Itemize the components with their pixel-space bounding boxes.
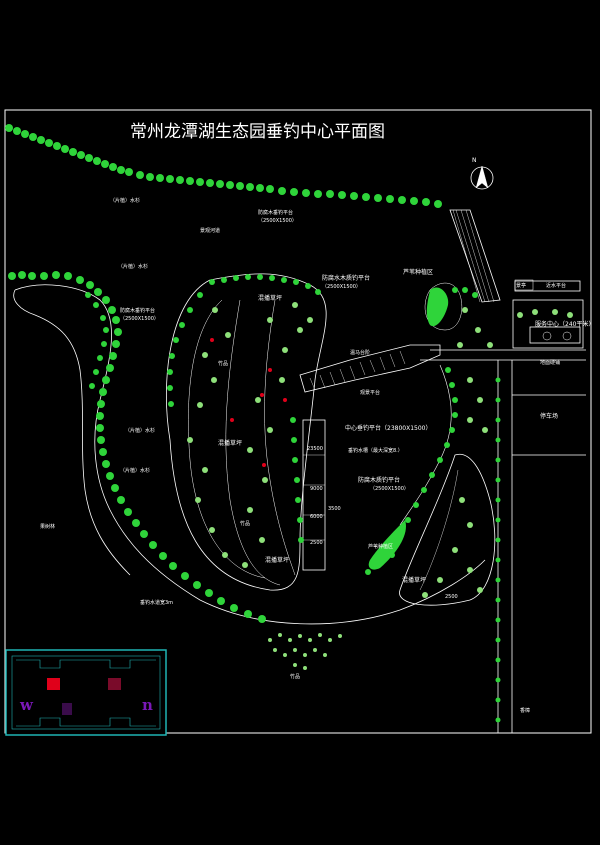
reed-zone-top [426,287,478,327]
label-dim-6000: 6000 [310,514,323,520]
label-fangfu-right-size: （2500X1500） [370,486,409,492]
label-fangfu-top: 防腐木垂钓平台 [258,209,293,216]
label-didi: 地面硬铺 [540,359,560,366]
label-shanshan-top: （片植）水杉 [110,197,140,204]
label-jinshui: 近水平台 [546,282,566,289]
label-fuwu: 服务中心（240平米） [535,320,594,328]
label-jingting: 景亭 [516,282,526,289]
label-zhupin2: 竹品 [240,520,250,527]
label-wenbo: 温马台阶 [350,349,370,356]
drawing-frame [4,109,592,734]
label-chuidiao-shuidao: 垂钓水道宽3m [140,599,173,606]
trees-top-row [5,124,442,208]
label-fangfu-top-size: （2500X1500） [258,218,297,224]
label-jiangcao-top: 混播草坪 [258,294,282,302]
label-wanjing: 观景平台 [360,389,380,396]
label-jiangcao-south: 混播草坪 [402,576,426,584]
label-fangfu-south: 防腐水木质钓平台 [322,274,370,282]
red-markers [210,338,287,467]
label-chuidiao-zhongxin: 中心垂钓平台（23800X1500） [345,424,431,432]
label-luwei-top: 芦苇种植区 [403,268,433,276]
trees-island-edge [167,274,321,543]
watermark-letter-right: n [142,696,153,714]
label-dim-9000: 9000 [310,486,323,492]
label-xiangzhang: 香樟 [520,707,530,714]
label-zhupin: 竹品 [218,360,228,367]
label-guomu: 果树林 [40,523,55,530]
watermark-red-block [47,678,60,690]
label-shanshan-left: （片植）水杉 [118,263,148,270]
island-trees [187,302,573,598]
north-arrow-icon: N [470,157,494,190]
label-jingguan-hedao: 景观河道 [200,227,220,234]
label-fangfu-right: 防腐木质钓平台 [358,476,400,484]
trees-left-arc [8,271,266,623]
label-zhupin-bottom: 竹品 [290,673,300,680]
watermark-purple-block [62,703,72,715]
label-chuidiao-shuicao: 垂钓水槽（最大深宽8.） [348,447,403,454]
watermark-dark-block [108,678,121,690]
label-dim-2500: 2500 [310,540,323,546]
watermark-letter-left: w [19,696,34,714]
label-dim-3500: 3500 [328,506,341,512]
label-dim-23500: 23500 [307,446,323,452]
label-tingche: 停车场 [540,412,558,420]
label-luwei-bottom: 芦苇种植区 [368,543,393,550]
label-dim-1500: 2500 [445,594,458,600]
reed-zone-bottom [368,520,406,570]
label-fangfu-left-size: （2500X1500） [120,316,159,322]
grass-patch [268,633,342,670]
plan-title: 常州龙潭湖生态园垂钓中心平面图 [130,122,385,142]
watermark-panel: w n [5,649,167,736]
label-fangfu-south-size: （2500X1500） [322,284,361,290]
label-jiangcao-bottom: 混播草坪 [265,556,289,564]
label-shanshan-bottom: （片植）水杉 [120,467,150,474]
label-jiangcao-left: 混播草坪 [218,439,242,447]
north-label: N [472,157,477,164]
label-fangfu-left: 防腐木垂钓平台 [120,307,155,314]
label-shanshan-mid: （片植）水杉 [125,427,155,434]
